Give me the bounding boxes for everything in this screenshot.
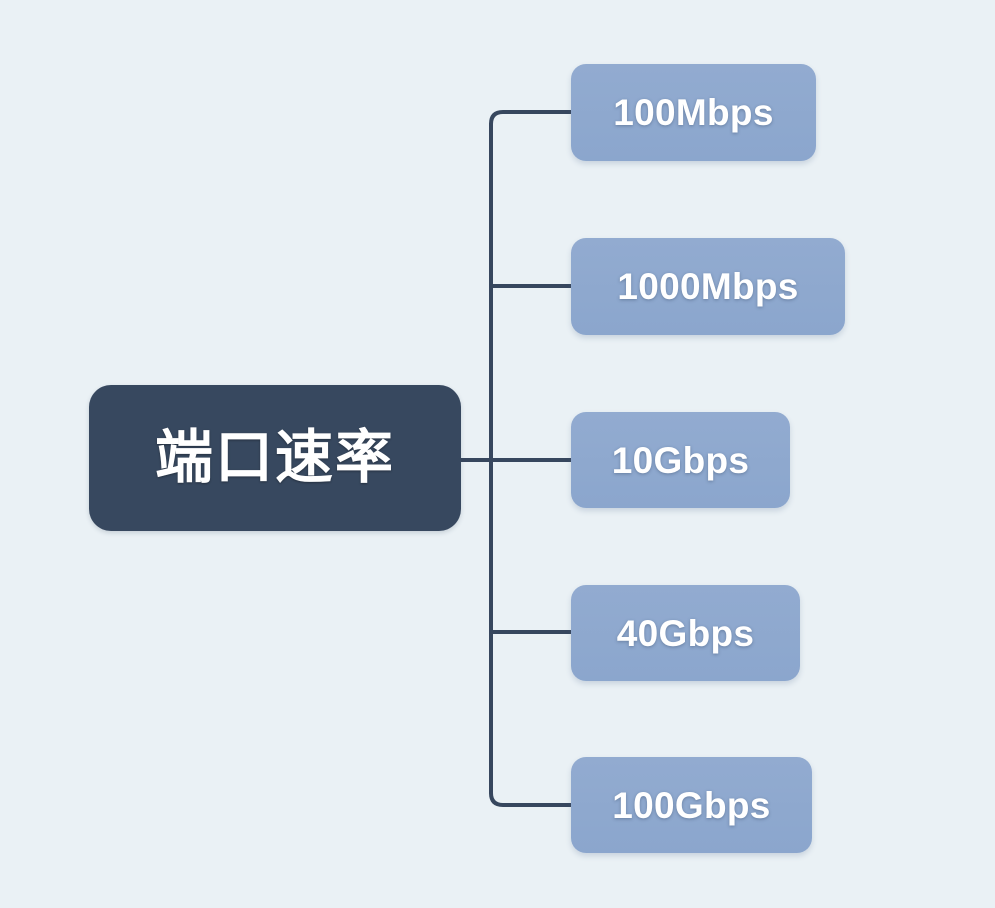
- connector-branch-0: [489, 110, 573, 126]
- mindmap-node-label: 1000Mbps: [617, 266, 799, 307]
- mindmap-root-node[interactable]: 端口速率: [89, 385, 461, 531]
- mindmap-node-10gbps[interactable]: 10Gbps: [571, 412, 790, 508]
- mindmap-node-40gbps[interactable]: 40Gbps: [571, 585, 800, 681]
- mindmap-root-label: 端口速率: [154, 425, 395, 490]
- mindmap-node-100gbps[interactable]: 100Gbps: [571, 757, 812, 853]
- connector-branch-4: [489, 791, 573, 807]
- mindmap-node-label: 10Gbps: [611, 439, 750, 481]
- mindmap-node-1000mbps[interactable]: 1000Mbps: [571, 238, 845, 335]
- mindmap-node-label: 100Gbps: [612, 784, 771, 826]
- mindmap-node-label: 40Gbps: [616, 612, 755, 654]
- mindmap-node-100mbps[interactable]: 100Mbps: [571, 64, 816, 161]
- mindmap-node-label: 100Mbps: [613, 92, 774, 133]
